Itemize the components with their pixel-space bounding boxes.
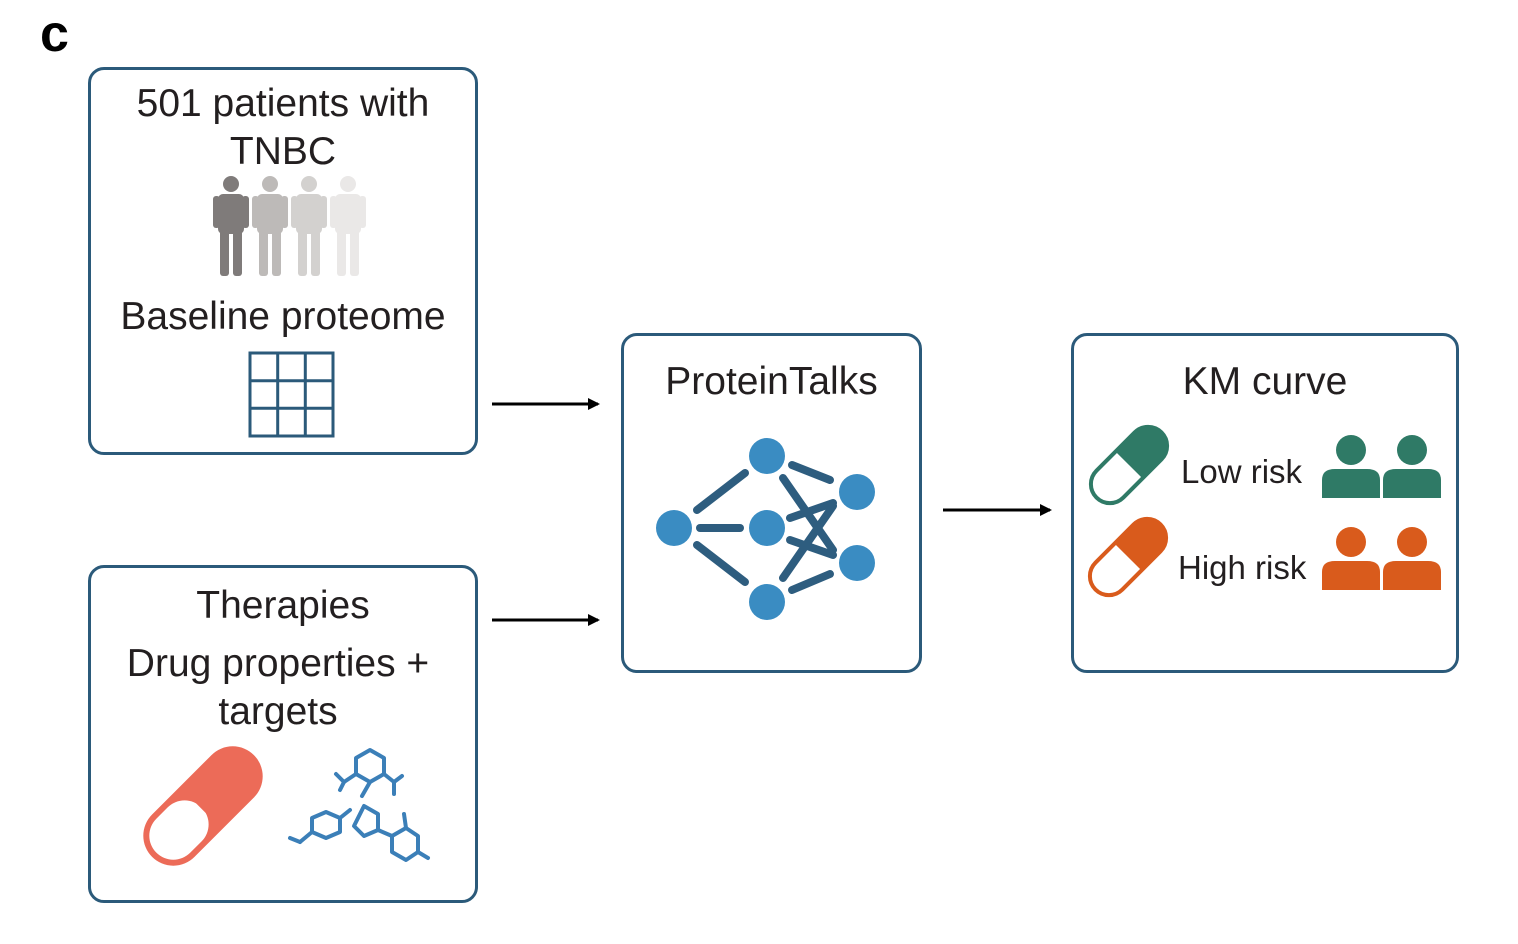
panel-label: c [40,5,69,63]
network-node [749,584,785,620]
network-node [749,438,785,474]
molecule-structure-icon [288,748,430,862]
network-node [839,545,875,581]
neural-network-icon [656,438,875,620]
network-node [839,474,875,510]
high-risk-users-icon [1322,527,1441,590]
user-icon [1383,527,1441,590]
low-risk-label: Low risk [1181,453,1303,490]
network-node [749,510,785,546]
therapies-box [88,565,478,903]
km-curve-title: KM curve [1182,360,1348,403]
user-icon [1322,527,1380,590]
drug-properties-label: Drug properties + targets [126,642,430,733]
person-icon [330,176,366,276]
person-icon [252,176,288,276]
patients-box [88,67,478,455]
low-risk-users-icon [1322,435,1441,498]
user-icon [1383,435,1441,498]
person-icon [291,176,327,276]
grid-table-icon [248,351,335,438]
proteintalks-title: ProteinTalks [665,360,878,403]
km-curve-box [1071,333,1459,673]
baseline-proteome-label: Baseline proteome [120,295,446,338]
user-icon [1322,435,1380,498]
network-node [656,510,692,546]
high-risk-label: High risk [1178,549,1307,586]
person-icon [213,176,249,276]
people-icon [213,176,366,276]
low-risk-pill-icon [1088,424,1170,506]
therapies-title: Therapies [196,584,370,627]
pill-icon [143,746,263,866]
high-risk-pill-icon [1087,516,1169,598]
patients-title: 501 patients with TNBC [136,82,430,173]
